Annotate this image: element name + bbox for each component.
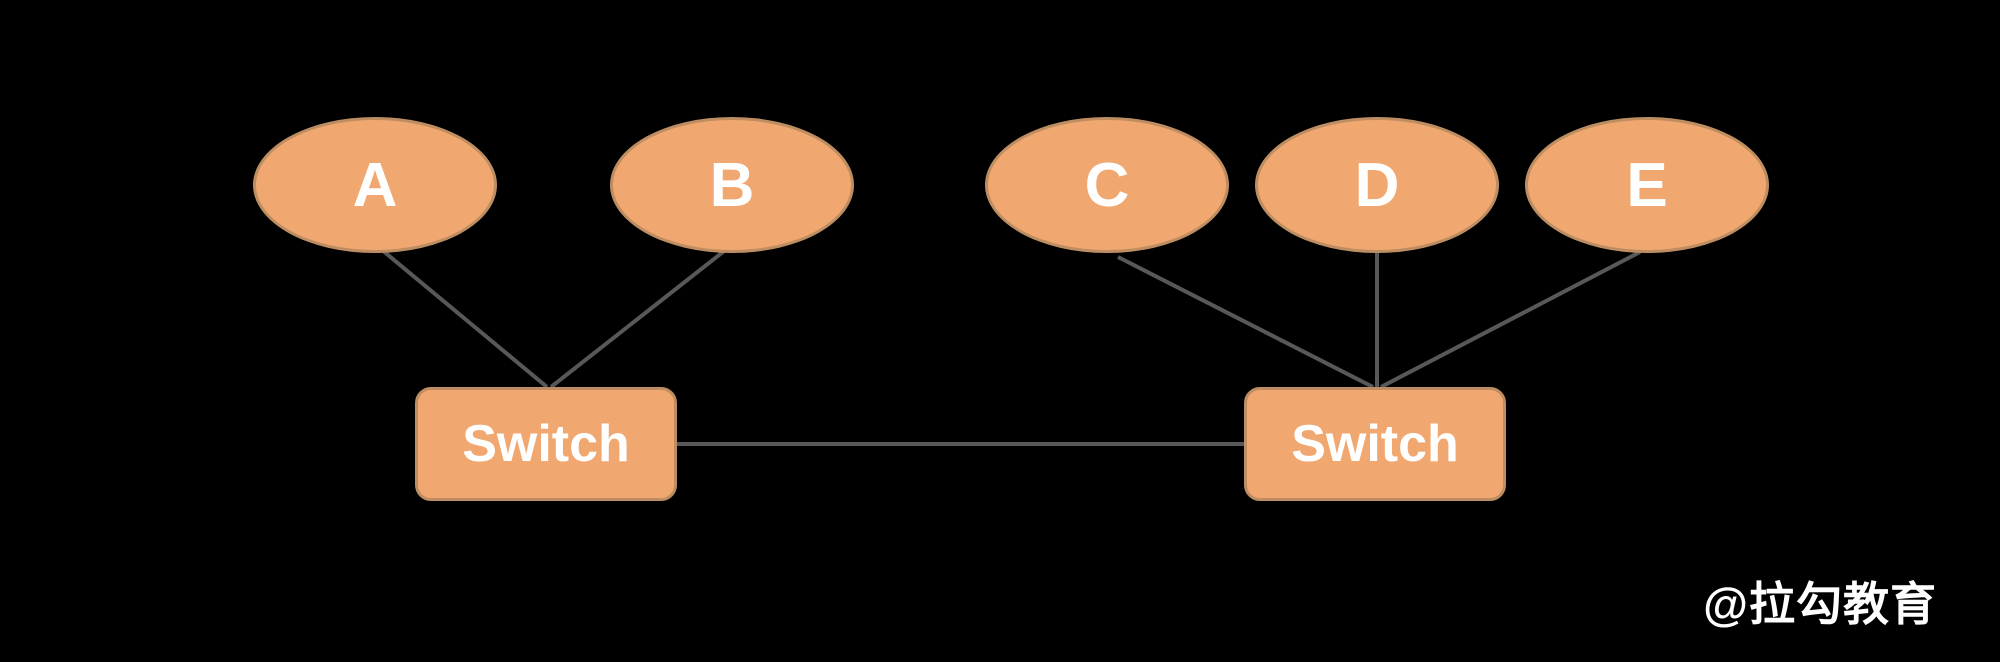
host-node-b: B bbox=[610, 117, 854, 253]
link-c-switch-right bbox=[1117, 255, 1374, 389]
switch-node-left: Switch bbox=[415, 387, 677, 501]
host-node-d: D bbox=[1255, 117, 1499, 253]
link-a-switch-left bbox=[380, 248, 549, 389]
link-e-switch-right bbox=[1380, 250, 1641, 389]
switch-node-right: Switch bbox=[1244, 387, 1506, 501]
link-b-switch-left bbox=[549, 246, 730, 389]
watermark-text: @拉勾教育 bbox=[1703, 578, 1937, 630]
host-node-c: C bbox=[985, 117, 1229, 253]
host-node-e: E bbox=[1525, 117, 1769, 253]
host-node-a: A bbox=[253, 117, 497, 253]
